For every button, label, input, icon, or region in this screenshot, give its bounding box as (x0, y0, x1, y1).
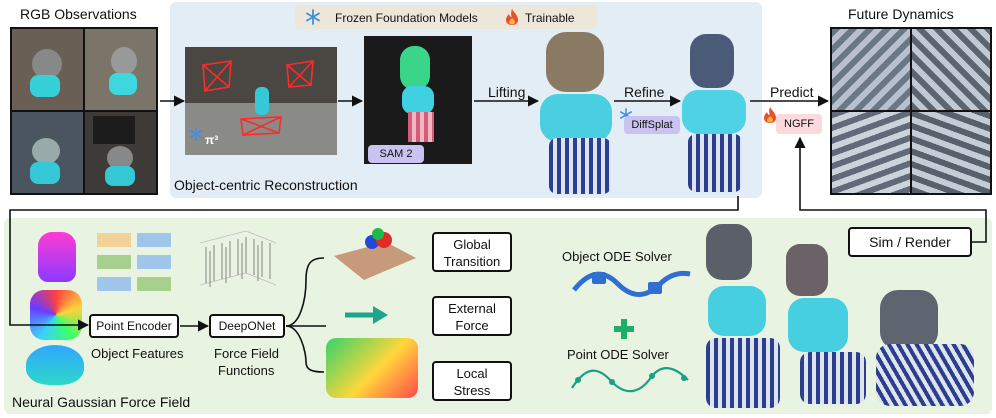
feature-block (137, 255, 171, 269)
future-dynamics-title: Future Dynamics (848, 6, 954, 22)
sim-plush (708, 286, 766, 336)
segmented-plush (402, 86, 434, 114)
plush-figure (105, 166, 135, 186)
object-ode-solver-label: Object ODE Solver (562, 249, 672, 264)
sim-pillow-3 (876, 344, 974, 406)
external-force-box: External Force (432, 296, 512, 336)
rgb-view-1 (12, 29, 83, 110)
object-features-label: Object Features (91, 346, 184, 361)
refined-pillow (688, 134, 742, 192)
future-frame-2 (912, 29, 990, 110)
future-frame-3 (832, 112, 910, 193)
snowflake-icon (189, 127, 203, 141)
point-cloud-plush (26, 345, 84, 385)
future-frame-4 (912, 112, 990, 193)
legend: Frozen Foundation Models Trainable (295, 5, 597, 29)
flame-icon (764, 107, 776, 123)
external-force-line2: Force (455, 318, 489, 333)
rgb-observations-title: RGB Observations (20, 6, 137, 22)
feature-block (97, 277, 131, 291)
point-encoder-box: Point Encoder (89, 314, 179, 338)
refined-panda (690, 34, 734, 88)
pi3-label: π³ (205, 133, 219, 147)
panda-figure (32, 138, 60, 164)
monitor-figure (93, 116, 135, 144)
point-ode-solver-label: Point ODE Solver (567, 347, 669, 362)
scene-objects (255, 87, 269, 115)
force-field-grid (199, 230, 277, 287)
plus-icon (614, 319, 634, 339)
predict-label: Predict (770, 84, 814, 100)
sim-pillow (706, 338, 780, 408)
global-transition-line1: Global (453, 237, 491, 252)
local-stress-cloth (326, 338, 418, 398)
pi3-reconstruction-image: π³ (185, 47, 337, 155)
rgb-observations-grid (10, 27, 158, 195)
force-field-label-line1: Force Field (214, 346, 280, 361)
future-frame-1 (832, 29, 910, 110)
sim-panda (706, 224, 752, 280)
global-transition-scene (334, 228, 416, 280)
object-centric-reconstruction-title: Object-centric Reconstruction (174, 177, 358, 193)
sim-panda-3 (880, 290, 938, 350)
camera-frustums (202, 60, 314, 136)
local-stress-line1: Local (456, 366, 488, 381)
point-cloud-pillow (30, 290, 82, 340)
rgb-view-4 (85, 112, 156, 193)
rgb-view-2 (85, 29, 156, 110)
global-transition-line2: Transition (443, 254, 501, 269)
plush-figure (30, 162, 60, 184)
external-force-arrow-icon (345, 306, 388, 324)
feature-block (137, 233, 171, 247)
lifted-panda (546, 32, 604, 92)
sam2-segmentation-image (364, 36, 472, 164)
refined-plush (682, 90, 746, 134)
point-ode-curve (571, 367, 689, 393)
rgb-view-3 (12, 112, 83, 193)
plush-figure (109, 73, 137, 95)
future-dynamics-grid (830, 27, 992, 195)
legend-trainable-label: Trainable (525, 11, 575, 25)
object-ode-curve (572, 270, 691, 297)
segmented-pillow (408, 112, 434, 142)
legend-frozen-label: Frozen Foundation Models (335, 11, 478, 25)
neural-gaussian-force-field-title: Neural Gaussian Force Field (12, 394, 191, 410)
plush-figure (30, 75, 60, 97)
lifted-pillow (549, 138, 611, 194)
lifting-label: Lifting (488, 84, 526, 100)
lifted-plush (540, 94, 612, 142)
segmented-panda (400, 46, 430, 90)
feature-blocks (97, 233, 175, 293)
panda-figure (32, 49, 62, 79)
sim-pillow-2 (800, 352, 866, 404)
feature-block (137, 277, 171, 291)
feature-block (97, 255, 131, 269)
flame-icon (506, 9, 518, 25)
force-field-label-line2: Functions (218, 363, 275, 378)
snowflake-icon (306, 9, 320, 25)
panda-figure (111, 47, 137, 75)
local-stress-line2: Stress (453, 383, 491, 398)
point-cloud-panda (38, 232, 76, 282)
feature-block (97, 233, 131, 247)
ngff-tag: NGFF (776, 114, 822, 134)
sim-plush-2 (788, 298, 848, 352)
external-force-line1: External (448, 301, 496, 316)
diffsplat-tag: DiffSplat (624, 116, 680, 134)
sim-panda-2 (786, 244, 828, 296)
local-stress-box: Local Stress (432, 361, 512, 401)
deeponet-box: DeepONet (209, 314, 285, 338)
refine-label: Refine (624, 84, 665, 100)
global-transition-box: Global Transition (432, 232, 512, 272)
sam2-tag: SAM 2 (368, 145, 424, 163)
sim-render-box: Sim / Render (848, 227, 972, 257)
